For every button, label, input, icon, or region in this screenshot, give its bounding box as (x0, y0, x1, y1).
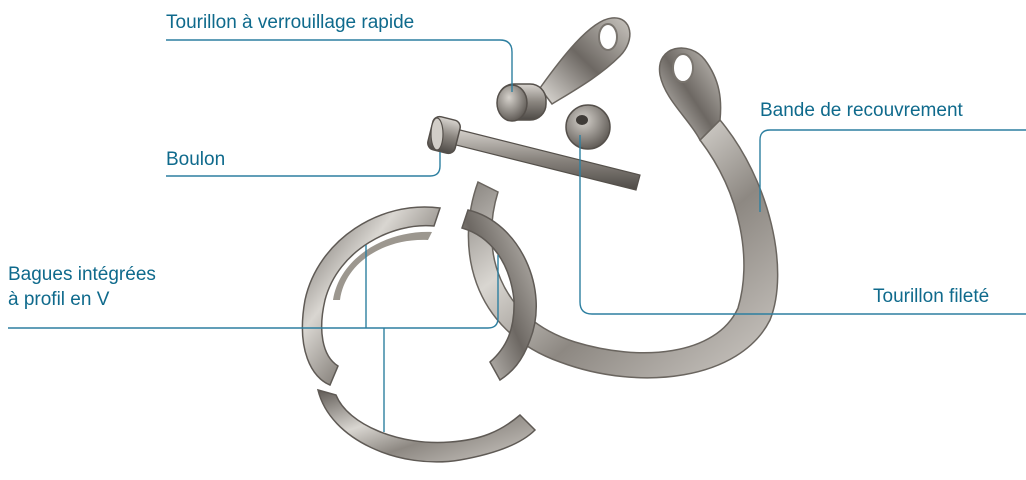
label-quick-lock-trunnion: Tourillon à verrouillage rapide (166, 10, 414, 35)
leader-quick-lock (166, 40, 512, 92)
quick-lock-trunnion-part (497, 18, 630, 121)
label-threaded-trunnion: Tourillon fileté (873, 284, 989, 309)
label-bolt: Boulon (166, 147, 225, 172)
label-vee-rings: Bagues intégrées à profil en V (8, 262, 156, 312)
leader-band (760, 130, 1026, 212)
vee-rings-part (302, 207, 536, 462)
threaded-trunnion-part (566, 105, 610, 149)
label-vee-rings-line2: à profil en V (8, 287, 156, 312)
label-vee-rings-line1: Bagues intégrées (8, 262, 156, 287)
label-band: Bande de recouvrement (760, 98, 963, 123)
